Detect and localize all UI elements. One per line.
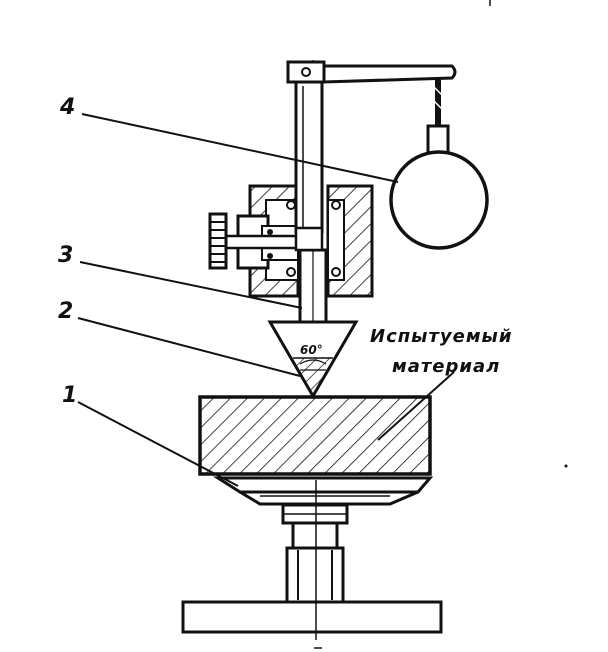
upper-shaft — [286, 60, 326, 252]
cone-indenter: 60° — [267, 320, 359, 399]
leader-line-4 — [81, 113, 399, 183]
leader-line-material — [377, 371, 455, 441]
leader-line-1 — [77, 401, 239, 487]
weight-arm — [322, 64, 489, 250]
leader-line-3 — [79, 261, 303, 309]
weight-ball — [389, 150, 489, 250]
indenter-rod — [298, 60, 328, 324]
table-dish — [212, 476, 434, 494]
material-label-line1: Испытуемый — [370, 326, 512, 347]
test-material-block — [198, 395, 432, 476]
stand-collar — [291, 520, 339, 550]
callout-1: 1 — [62, 383, 77, 408]
foot-plate — [181, 600, 443, 634]
scan-dot — [564, 464, 568, 468]
leader-line-2 — [77, 317, 301, 377]
cone-angle-label: 60° — [300, 343, 323, 357]
callout-2: 2 — [58, 299, 73, 324]
stand — [181, 476, 443, 640]
material-label-line2: материал — [392, 356, 500, 377]
guide-housing — [208, 184, 374, 298]
leader-lines — [77, 113, 455, 487]
stand-column — [285, 546, 345, 604]
callout-4: 4 — [59, 95, 75, 120]
callout-3: 3 — [58, 243, 73, 268]
